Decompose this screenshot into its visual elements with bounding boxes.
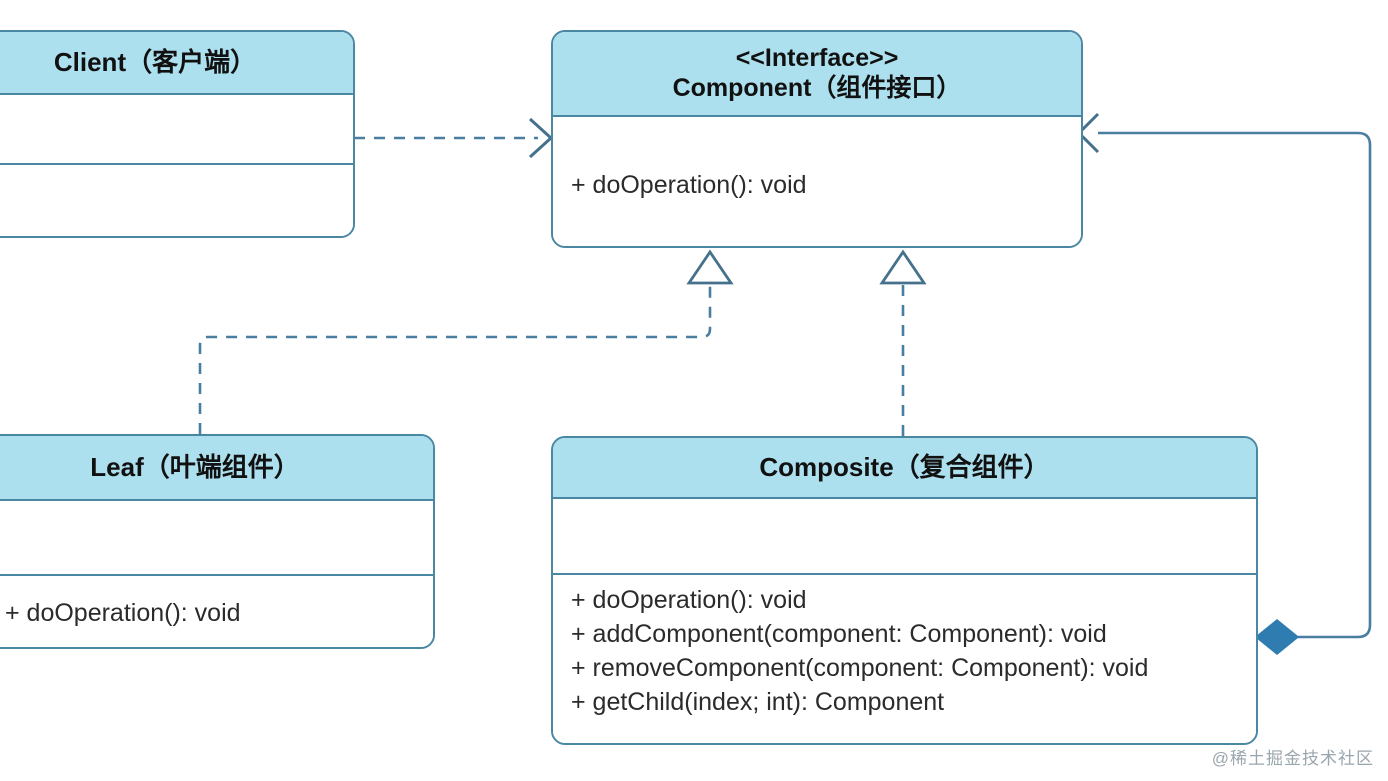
method-line: + removeComponent(component: Component):… — [571, 654, 1149, 682]
uml-class-component[interactable]: <<Interface>> Component（组件接口） + doOperat… — [551, 30, 1083, 248]
method-line: + addComponent(component: Component): vo… — [571, 620, 1107, 648]
composite-class-name: Composite（复合组件） — [759, 452, 1050, 483]
composition-diamond — [1254, 619, 1300, 655]
component-header: <<Interface>> Component（组件接口） — [553, 32, 1081, 117]
component-methods-compartment: + doOperation(): void — [553, 162, 1081, 246]
client-attributes-compartment — [0, 95, 353, 165]
component-stereotype: <<Interface>> — [735, 44, 899, 72]
method-line: + doOperation(): void — [571, 171, 807, 199]
component-class-name: Component（组件接口） — [672, 73, 962, 102]
composite-methods-compartment: + doOperation(): void + addComponent(com… — [553, 575, 1256, 743]
edge-composite-to-component — [879, 249, 927, 436]
watermark: @稀土掘金技术社区 — [1211, 749, 1374, 768]
leaf-header: Leaf（叶端组件） — [0, 436, 433, 501]
client-class-name: Client（客户端） — [53, 47, 257, 78]
leaf-class-name: Leaf（叶端组件） — [90, 452, 300, 483]
method-line: + getChild(index; int): Component — [571, 688, 945, 716]
method-line: + doOperation(): void — [571, 586, 807, 614]
composite-header: Composite（复合组件） — [553, 438, 1256, 499]
edge-client-to-component — [354, 117, 554, 159]
leaf-methods-compartment: + doOperation(): void — [0, 576, 433, 647]
uml-class-composite[interactable]: Composite（复合组件） + doOperation(): void + … — [551, 436, 1258, 745]
uml-class-leaf[interactable]: Leaf（叶端组件） + doOperation(): void — [0, 434, 435, 649]
component-attributes-compartment — [553, 117, 1081, 162]
leaf-attributes-compartment — [0, 501, 433, 576]
client-header: Client（客户端） — [0, 32, 353, 95]
edge-leaf-to-component — [198, 249, 734, 434]
client-methods-compartment — [0, 165, 353, 236]
uml-class-client[interactable]: Client（客户端） — [0, 30, 355, 238]
composite-attributes-compartment — [553, 499, 1256, 575]
method-line: + doOperation(): void — [5, 599, 241, 627]
